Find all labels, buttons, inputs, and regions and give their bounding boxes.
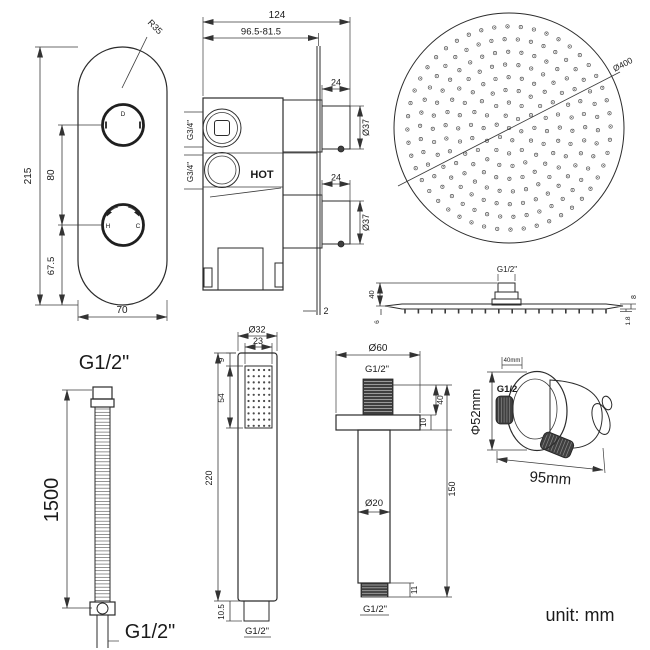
overhead-shower-face-view: Ø400: [393, 12, 634, 244]
arm-bottom-thread-ridges: [362, 584, 387, 597]
hand-thread-label: G1/2": [245, 626, 269, 637]
dim-knob-offset: 67.5: [46, 257, 57, 276]
dim-top-boss-dia: Ø37: [361, 119, 371, 136]
valve-body-view: 124 96.5-81.5 HOT 24 Ø37 24: [184, 10, 371, 316]
arm-top-thread-label: G1/2": [365, 364, 389, 375]
dim-panel-thickness: 1.8: [625, 316, 632, 325]
shower-head-outline: [393, 12, 625, 244]
dim-knob-spacing: 80: [46, 169, 57, 181]
dim-tail-length: 10.5: [217, 604, 226, 620]
dim-valve-width: 124: [269, 10, 286, 21]
dim-pipe-dia: Ø20: [365, 498, 383, 509]
hot-side-label: HOT: [250, 169, 274, 181]
top-inlet-port: [202, 108, 242, 148]
wall-outlet-view: 40mm G1/2 Φ52mm 95mm: [468, 357, 613, 489]
head-profile: [384, 303, 624, 310]
top-outlet-boss: [321, 105, 351, 150]
nozzle-dot-pattern: [405, 24, 613, 232]
dim-hose-length: 1500: [41, 478, 63, 523]
trim-plate-view: R35 D H C 215 80 67.5 70: [23, 18, 168, 321]
arm-bottom-thread-label: G1/2": [363, 604, 387, 615]
dim-hand-head-dia: Ø32: [248, 325, 265, 335]
hose-bottom-nut: [89, 601, 116, 616]
hose-ribbing: [95, 408, 110, 601]
overhead-shower-side-view: G1/2" 40 6 8 1.8: [367, 265, 638, 326]
dim-hand-total-length: 220: [204, 470, 214, 485]
unit-label: unit: mm: [545, 605, 614, 625]
dim-top-offset: 9: [217, 357, 226, 362]
outlet-nozzle: [539, 431, 575, 459]
nozzle-ticks: [404, 309, 607, 314]
cold-mark: C: [136, 223, 141, 230]
bottom-inlet-label: G3/4": [186, 162, 195, 182]
temperature-knob: H C: [101, 203, 145, 247]
dim-connector-height: 40: [367, 290, 376, 298]
dim-outlet-flange-dia: Φ52mm: [468, 389, 483, 436]
dim-escutcheon-depth: 40mm: [504, 358, 521, 364]
hose-top-thread-label: G1/2": [79, 352, 129, 374]
dim-bottom-boss-dia: Ø37: [361, 214, 371, 231]
dim-flange-thickness: 10: [419, 418, 428, 427]
dim-outlet-width: 95mm: [529, 469, 572, 489]
hose-top-fitting: [92, 386, 113, 400]
dim-flange-dia: Ø60: [369, 343, 388, 354]
hot-mark: H: [106, 223, 111, 230]
hose-view: G1/2" 1500 G1/2": [41, 352, 175, 648]
handset-holder-pin: [591, 403, 611, 435]
shower-arm-view: Ø60 G1/2" Ø20 G1/2" 40 10 150 11: [335, 343, 457, 616]
bottom-outlet-boss: [321, 200, 351, 245]
outlet-thread-label: G1/2: [497, 384, 518, 395]
arm-top-thread-ridges: [364, 381, 392, 412]
hand-shower-face: [244, 365, 273, 429]
dim-bottom-thread-length: 11: [410, 585, 419, 594]
dim-plate-thickness: 2: [323, 306, 328, 316]
dim-top-boss-length: 24: [331, 78, 341, 88]
dim-bottom-boss-length: 24: [331, 173, 341, 183]
bottom-inlet-port: [204, 152, 240, 188]
dim-nozzle-drop: 6: [374, 320, 381, 324]
hand-shower-tail: [243, 600, 270, 622]
plate-radius-label: R35: [146, 18, 165, 37]
outlet-wall-thread: [495, 395, 514, 425]
dim-plate-width: 70: [116, 305, 128, 316]
hose-bottom-thread-label: G1/2": [125, 621, 175, 643]
diverter-mark: D: [121, 111, 126, 118]
hand-shower-view: Ø32 23 9 54 220 10.5 G1/2": [204, 325, 278, 638]
top-inlet-label: G3/4": [186, 120, 195, 140]
dim-valve-depth-range: 96.5-81.5: [241, 27, 281, 38]
dim-face-length: 54: [216, 393, 226, 403]
trim-plate-outline: [77, 46, 168, 306]
dim-arm-thread-length: 40: [435, 395, 445, 405]
head-thread-label: G1/2": [497, 265, 517, 274]
head-connector: [497, 282, 516, 293]
dim-head-diameter: Ø400: [611, 55, 634, 73]
diverter-knob: D: [101, 103, 145, 147]
arm-flange: [335, 414, 421, 431]
dim-face-width: 23: [253, 336, 263, 346]
hand-shower-nozzles: [247, 368, 271, 427]
dim-arm-total-length: 150: [447, 481, 457, 496]
dim-plate-height: 215: [23, 167, 34, 184]
hand-shower-body: [237, 352, 278, 602]
dim-edge-height: 8: [631, 295, 638, 299]
